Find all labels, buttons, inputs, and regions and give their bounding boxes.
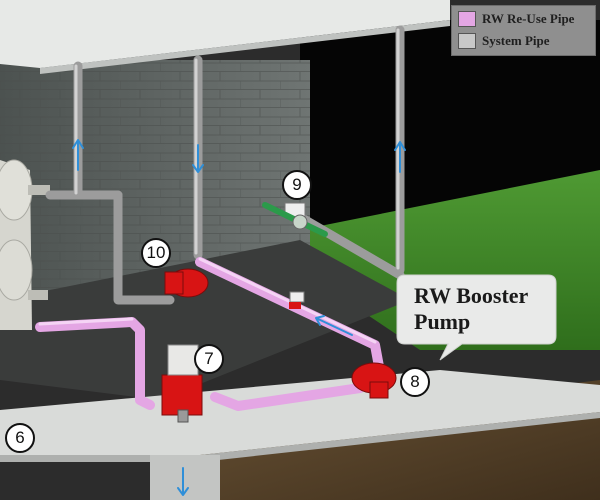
pump-7 [161, 344, 203, 423]
flow-arrow-up-1 [72, 139, 84, 171]
pump-10 [164, 268, 209, 298]
callout-rw-booster-pump: RW Booster Pump [414, 283, 554, 335]
floor-slab [0, 370, 600, 455]
callout-bubble [396, 274, 557, 361]
flow-arrow-up-2 [394, 141, 406, 173]
flow-arrow-down-2 [177, 467, 189, 496]
legend-swatch-system [458, 33, 476, 49]
boiler-equipment [0, 159, 50, 330]
flow-arrow-down-1 [192, 144, 204, 173]
basement-floor [0, 240, 410, 400]
legend-swatch-rw [458, 11, 476, 27]
marker-7: 7 [194, 344, 224, 374]
pump-8 [351, 362, 397, 399]
marker-10: 10 [141, 238, 171, 268]
valve-9 [262, 202, 328, 237]
legend-item-system-pipe: System Pipe [458, 32, 550, 50]
legend-item-rw-reuse-pipe: RW Re-Use Pipe [458, 10, 574, 28]
marker-9: 9 [282, 170, 312, 200]
legend: RW Re-Use Pipe System Pipe [451, 5, 596, 56]
inline-valve [289, 291, 305, 303]
pumps [161, 268, 397, 423]
flow-arrow-left [315, 315, 353, 336]
legend-label-system: System Pipe [482, 33, 550, 48]
marker-6: 6 [5, 423, 35, 453]
ceiling-slab [0, 0, 450, 68]
flow-arrows [72, 139, 406, 496]
legend-label-rw: RW Re-Use Pipe [482, 11, 575, 26]
callout-line-1: RW Booster [414, 283, 529, 308]
callout-line-2: Pump [414, 309, 471, 334]
marker-8: 8 [400, 367, 430, 397]
